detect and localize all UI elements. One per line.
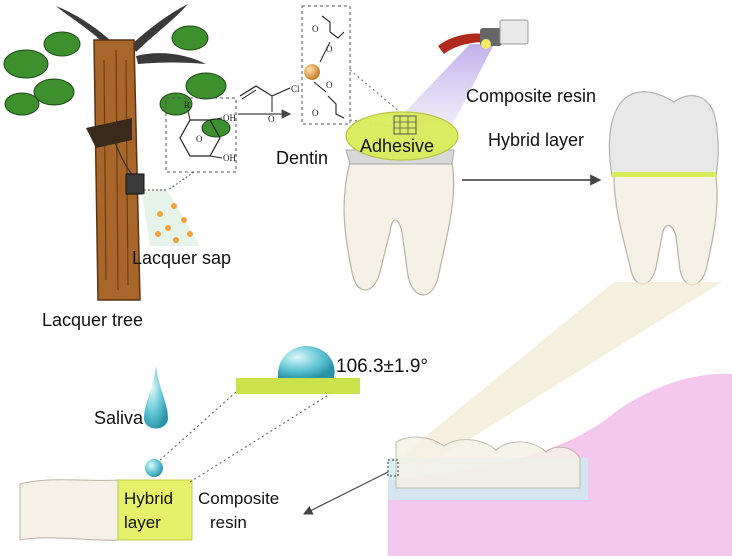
adhesive-layer [345, 111, 459, 161]
ester-oxygen: O [312, 24, 319, 34]
zoom-arrow [302, 471, 389, 515]
ester-oxygen: O [326, 80, 333, 90]
treated-tooth [343, 111, 459, 296]
adhesive-monomer: O O O O [301, 5, 405, 129]
leaf [185, 72, 227, 100]
hydroxyl-1: OH [223, 113, 236, 123]
lacquer-tree-illustration [3, 4, 231, 301]
hybrid-layer-label-2: layer [124, 513, 161, 532]
hybrid-layer-label: Hybrid layer [488, 130, 584, 150]
contact-droplet-icon [277, 346, 335, 378]
hybrid-layer-label-1: Hybrid [124, 489, 173, 508]
composite-resin-label: Composite resin [466, 86, 596, 106]
ester-oxygen: O [326, 44, 333, 54]
leaf [3, 49, 49, 79]
leaf [43, 31, 81, 57]
dentin-slab [19, 479, 121, 541]
lacquer-tree-label: Lacquer tree [42, 310, 143, 330]
trunk-texture [103, 49, 129, 291]
composite-resin-label-2: resin [210, 513, 247, 532]
adhesive-grid [393, 115, 417, 135]
ring-atom: O [196, 134, 203, 144]
lacquer-sap-label: Lacquer sap [132, 248, 231, 268]
trunk-tap-cut [86, 118, 132, 148]
hybrid-layer-block [117, 479, 193, 541]
tree-branch-right [132, 4, 188, 52]
zoom-marker [387, 459, 399, 477]
curing-light-handle [438, 33, 486, 54]
sap-bucket [125, 173, 145, 195]
saliva-label: Saliva [94, 408, 144, 428]
tooth-row [395, 436, 581, 489]
urushiol-structure: R O OH OH [165, 97, 237, 191]
adhesive-label: Adhesive [360, 136, 434, 156]
saliva-drop-icon [144, 366, 168, 429]
ester-oxygen: O [312, 108, 319, 118]
leaf [4, 92, 40, 116]
sap-zoom-cone [142, 188, 200, 246]
tree-branch-right-low [136, 53, 206, 64]
leaf [33, 78, 75, 106]
restored-tooth [608, 91, 719, 286]
saliva-test [144, 346, 360, 483]
dentin-label: Dentin [276, 148, 328, 168]
composite-crown [608, 91, 719, 177]
carbonyl-oxygen: O [268, 114, 275, 124]
droplet-on-layer-icon [145, 459, 163, 477]
hydroxyl-2: OH [223, 153, 236, 163]
test-surface [236, 378, 360, 394]
zoom-cone [404, 282, 722, 470]
cross-section: Hybrid layer Composite resin [19, 479, 279, 541]
composite-resin-label-1: Composite [198, 489, 279, 508]
chloride-label: Cl [291, 84, 300, 94]
tooth-crown-root [343, 161, 455, 296]
core-sphere-icon [304, 64, 320, 80]
tooth-root [613, 175, 718, 286]
dentition-panel [302, 282, 732, 556]
acryloyl-chloride: Cl O [238, 84, 300, 124]
substituent-r: R [184, 100, 190, 110]
lacquer-sap-callout [142, 188, 200, 246]
hybrid-line [612, 172, 716, 177]
leaf [171, 25, 209, 51]
contact-angle-label: 106.3±1.9° [336, 356, 428, 377]
